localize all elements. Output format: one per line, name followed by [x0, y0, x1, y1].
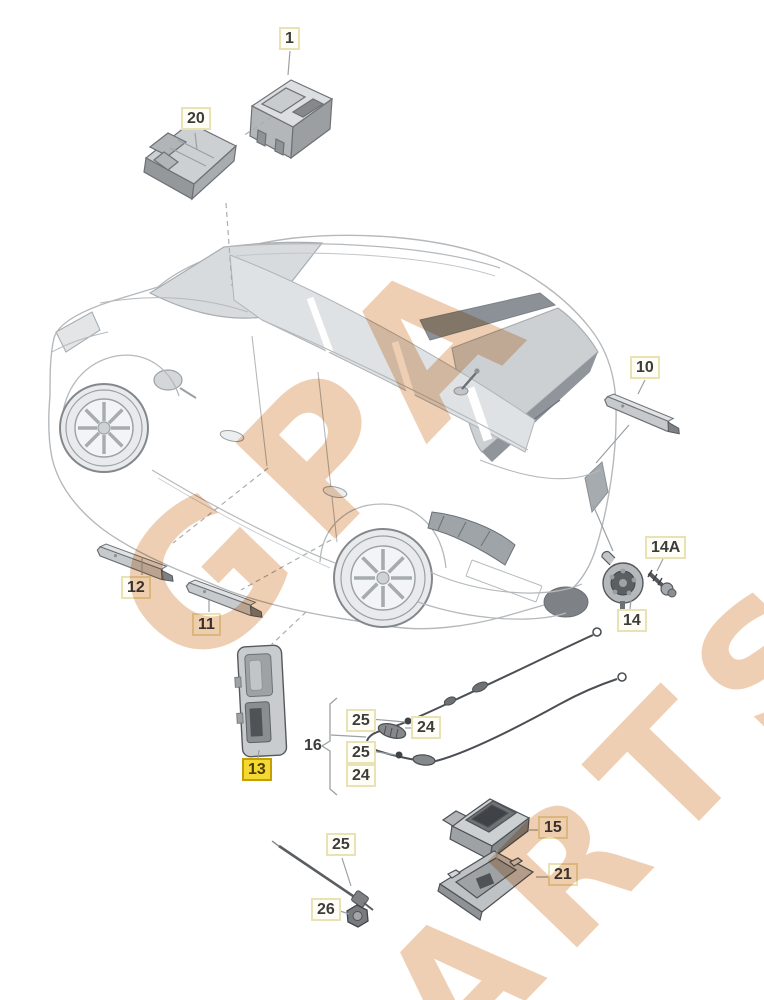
callout-1[interactable]: 1 [279, 27, 300, 50]
taillight-left [427, 511, 516, 566]
door-handle [219, 430, 245, 442]
part-15-module [441, 798, 531, 862]
callout-13-selected[interactable]: 13 [242, 758, 272, 781]
group-16-bracket [320, 697, 338, 796]
part-25-cable-tie [271, 840, 374, 911]
callout-25-upper[interactable]: 25 [346, 709, 376, 732]
clip-25 [404, 717, 412, 725]
part-20-mounting-bracket [143, 122, 238, 201]
callout-11[interactable]: 11 [192, 613, 221, 636]
callout-10[interactable]: 10 [630, 356, 660, 379]
part-21-bracket [437, 850, 535, 921]
callout-15[interactable]: 15 [538, 816, 568, 839]
part-1-control-module [249, 79, 334, 160]
callout-21[interactable]: 21 [548, 863, 578, 886]
part-16-wiring-harness [366, 627, 627, 766]
callout-16: 16 [304, 737, 322, 754]
connector-24 [412, 754, 436, 766]
taillight-right [584, 461, 609, 514]
headlight [55, 311, 101, 353]
clip-25 [395, 751, 403, 759]
roof-rear-band [419, 292, 557, 341]
callout-14A[interactable]: 14A [645, 536, 687, 559]
door-handle [322, 486, 348, 498]
leader-lines [141, 50, 664, 915]
callout-20[interactable]: 20 [181, 107, 211, 130]
side-windows [229, 254, 536, 453]
callout-12[interactable]: 12 [121, 576, 151, 599]
callout-26[interactable]: 26 [311, 898, 341, 921]
vehicle-illustration [47, 234, 617, 630]
part-14-sounder [601, 550, 644, 609]
reference-lines-dashed [172, 116, 332, 646]
part-26-nut [346, 904, 369, 928]
front-wheel [59, 383, 149, 473]
callout-24-right[interactable]: 24 [411, 716, 441, 739]
part-14a-screw [647, 569, 677, 598]
rear-wheel [333, 528, 433, 628]
part-13-module [234, 644, 288, 758]
callout-25-tie[interactable]: 25 [326, 833, 356, 856]
callout-14[interactable]: 14 [617, 609, 647, 632]
callout-25-lower[interactable]: 25 [346, 741, 376, 764]
callout-24-bottom[interactable]: 24 [346, 764, 376, 787]
roof-antenna [453, 368, 480, 396]
